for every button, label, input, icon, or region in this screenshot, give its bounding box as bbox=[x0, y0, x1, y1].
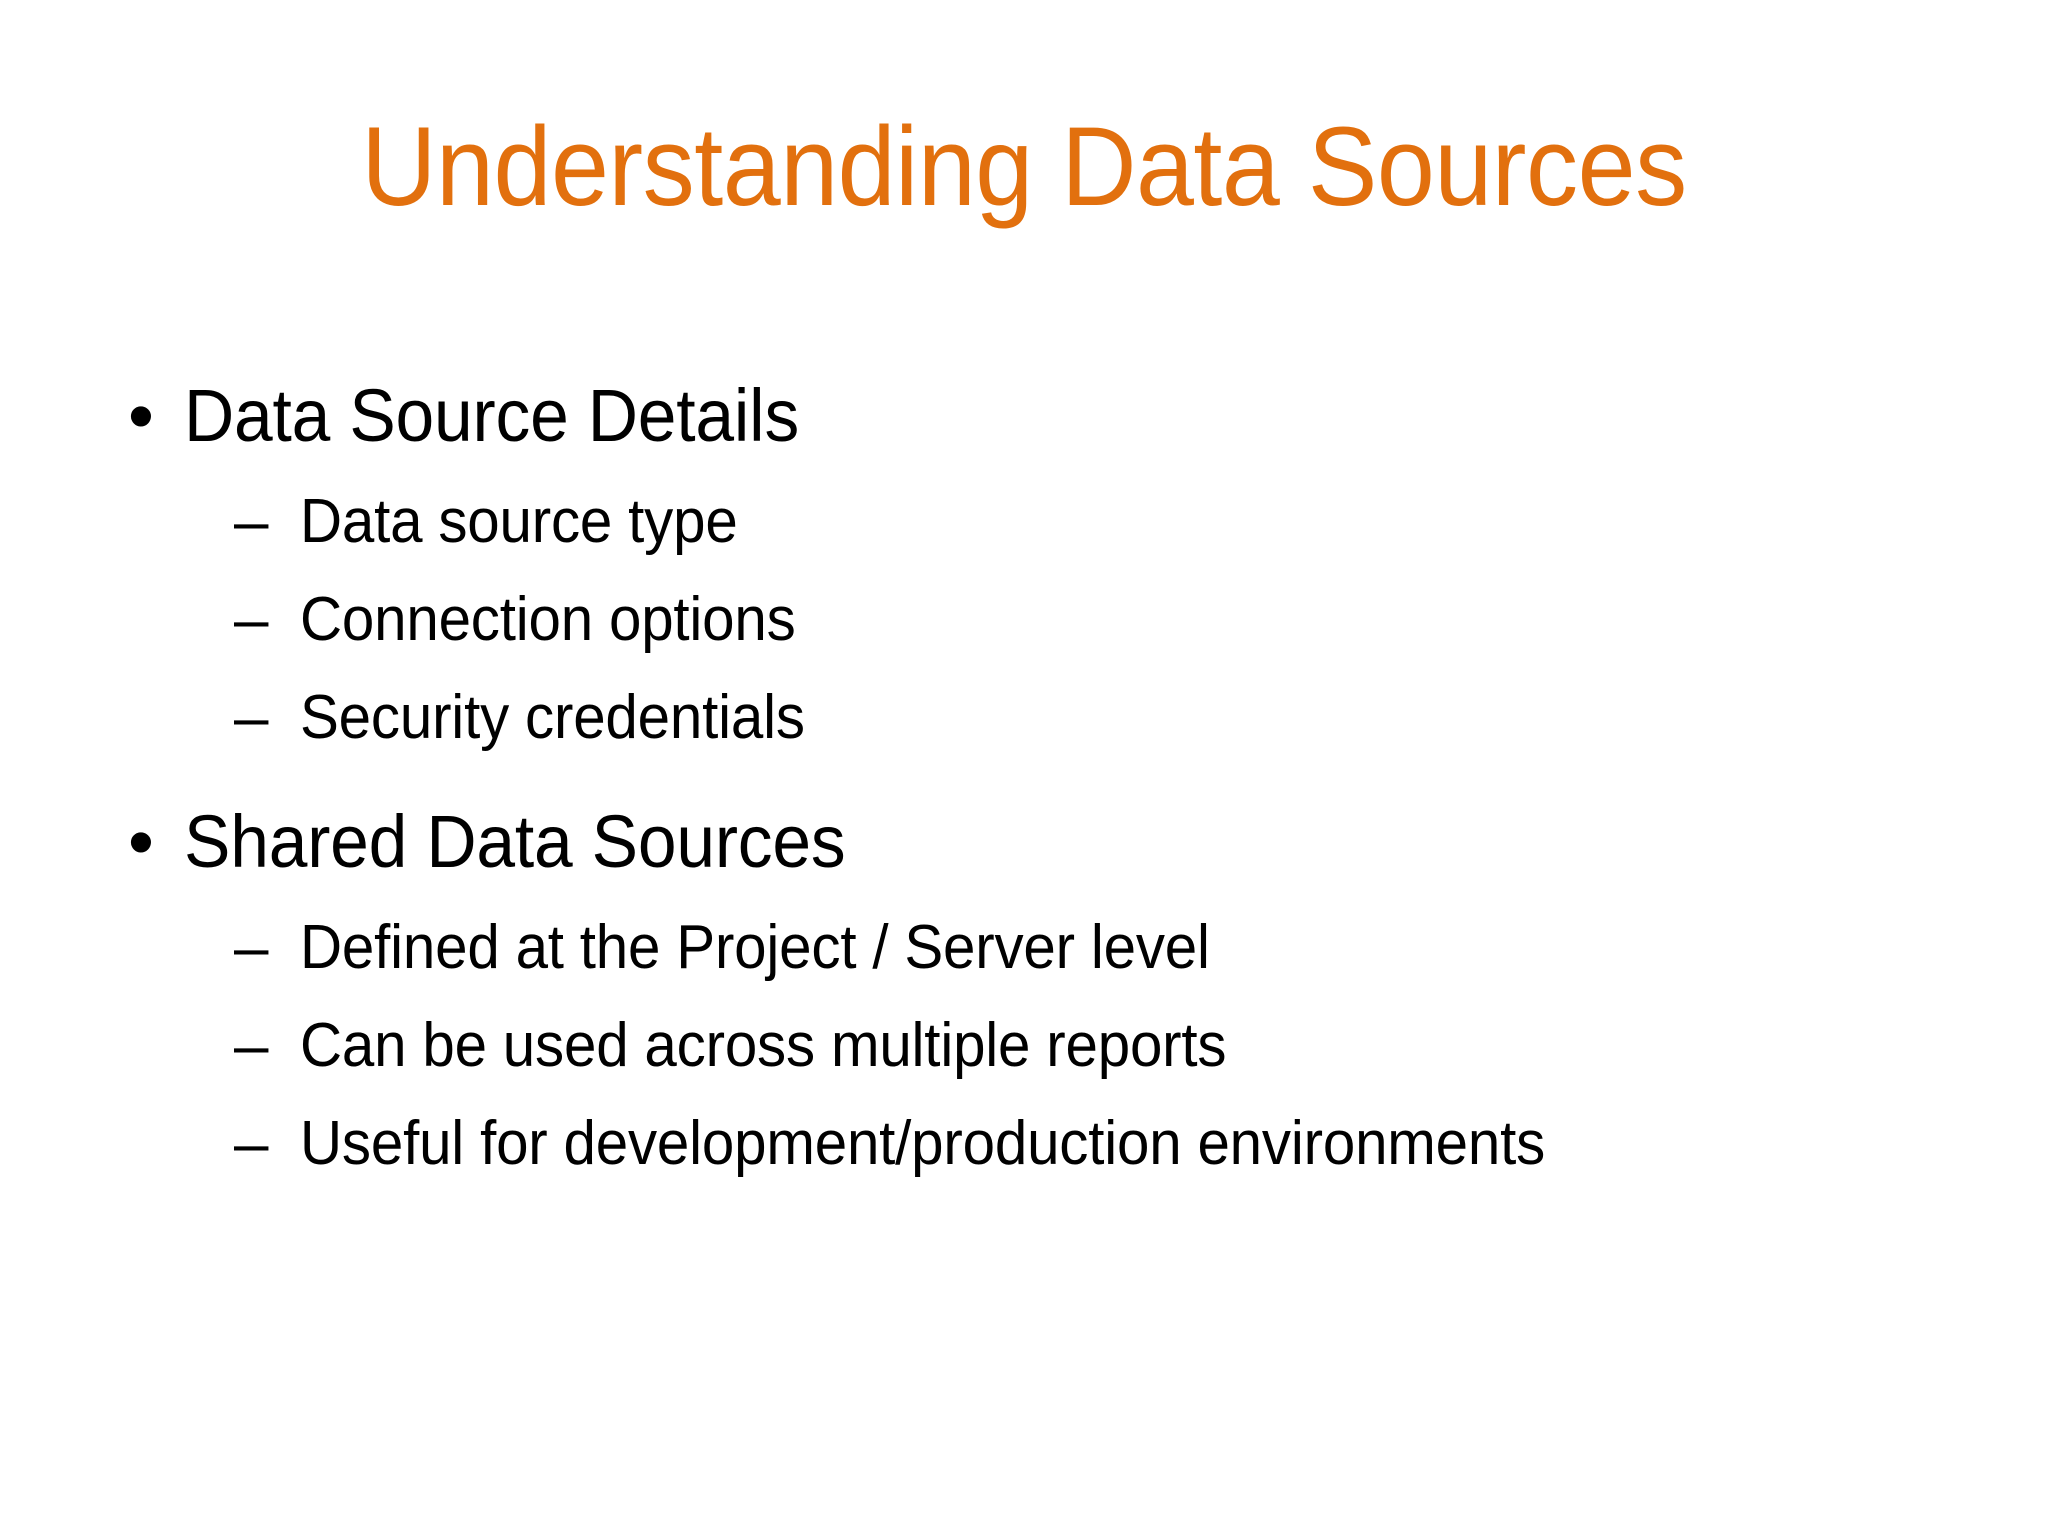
bullet-dash-icon: – bbox=[234, 683, 269, 752]
bullet-label: Can be used across multiple reports bbox=[300, 1011, 1227, 1080]
group-spacer bbox=[112, 772, 1972, 794]
bullet-label: Data source type bbox=[300, 487, 738, 556]
bullet-dash-icon: – bbox=[234, 585, 269, 654]
bullet-dot-icon: • bbox=[128, 374, 154, 457]
bullet-label: Defined at the Project / Server level bbox=[300, 913, 1210, 982]
bullet-item-level2: – Useful for development/production envi… bbox=[234, 1100, 1972, 1188]
page-title: Understanding Data Sources bbox=[361, 104, 1687, 229]
bullet-dot-icon: • bbox=[128, 800, 154, 883]
bullet-item-level2: – Data source type bbox=[234, 478, 1972, 566]
bullet-item-level2: – Connection options bbox=[234, 576, 1972, 664]
bullet-item-level2: – Can be used across multiple reports bbox=[234, 1002, 1972, 1090]
bullet-dash-icon: – bbox=[234, 1109, 269, 1178]
bullet-item-level1: • Shared Data Sources bbox=[112, 794, 1972, 890]
bullet-dash-icon: – bbox=[234, 487, 269, 556]
slide-body: • Data Source Details – Data source type… bbox=[112, 368, 1972, 1198]
bullet-item-level2: – Defined at the Project / Server level bbox=[234, 904, 1972, 992]
bullet-dash-icon: – bbox=[234, 1011, 269, 1080]
bullet-label: Security credentials bbox=[300, 683, 805, 752]
bullet-label: Data Source Details bbox=[184, 374, 800, 457]
bullet-dash-icon: – bbox=[234, 913, 269, 982]
bullet-item-level1: • Data Source Details bbox=[112, 368, 1972, 464]
bullet-label: Useful for development/production enviro… bbox=[300, 1109, 1546, 1178]
bullet-label: Connection options bbox=[300, 585, 796, 654]
bullet-label: Shared Data Sources bbox=[184, 800, 846, 883]
bullet-item-level2: – Security credentials bbox=[234, 674, 1972, 762]
